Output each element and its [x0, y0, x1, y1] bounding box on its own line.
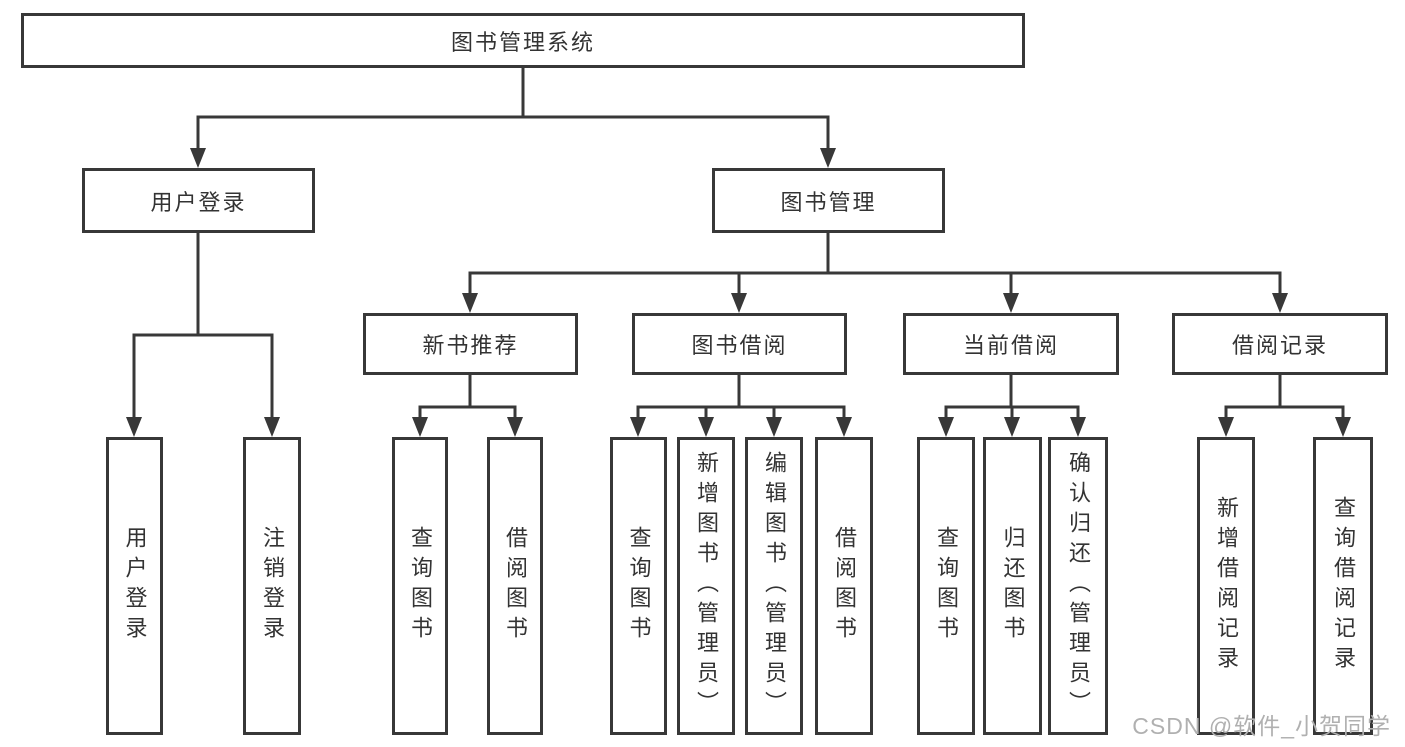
node-label: 借阅记录: [1231, 333, 1328, 358]
node-leaf-cb-query-books: 查询图书: [917, 437, 975, 735]
node-new-book-recommend: 新书推荐: [363, 313, 578, 375]
node-book-management: 图书管理: [712, 168, 945, 233]
node-label: 查询图书: [408, 526, 433, 646]
node-leaf-bb-borrow-books: 借阅图书: [815, 437, 873, 735]
node-label: 新增借阅记录: [1214, 496, 1239, 676]
node-label: 归还图书: [1000, 526, 1026, 646]
node-label: 图书借阅: [691, 333, 788, 358]
node-label: 查询图书: [626, 526, 652, 646]
node-leaf-logout: 注销登录: [243, 437, 301, 735]
node-leaf-bb-edit-books: 编辑图书（管理员）: [745, 437, 803, 735]
node-label: 查询借阅记录: [1331, 496, 1356, 676]
node-leaf-rec-query-books: 查询图书: [392, 437, 448, 735]
node-label: 图书管理: [780, 189, 877, 215]
node-leaf-cb-confirm-return: 确认归还（管理员）: [1048, 437, 1108, 735]
csdn-watermark: CSDN @软件_小贺同学: [1132, 713, 1391, 739]
node-book-borrow: 图书借阅: [632, 313, 847, 375]
node-label: 新增图书（管理员）: [694, 451, 719, 721]
node-leaf-rec-borrow-books: 借阅图书: [487, 437, 543, 735]
node-label: 用户登录: [122, 526, 148, 646]
node-label: 当前借阅: [962, 333, 1059, 358]
node-label: 注销登录: [260, 526, 285, 646]
node-label: 用户登录: [150, 189, 247, 215]
node-leaf-br-query-record: 查询借阅记录: [1313, 437, 1373, 735]
node-current-borrow: 当前借阅: [903, 313, 1119, 375]
node-label: 借阅图书: [503, 526, 528, 646]
node-leaf-cb-return-books: 归还图书: [983, 437, 1042, 735]
node-root-system: 图书管理系统: [21, 13, 1025, 68]
node-label: 编辑图书（管理员）: [762, 451, 787, 721]
node-label: 新书推荐: [422, 333, 519, 358]
node-leaf-user-login: 用户登录: [106, 437, 163, 735]
node-label: 查询图书: [934, 526, 959, 646]
node-leaf-br-add-record: 新增借阅记录: [1197, 437, 1255, 735]
node-user-login: 用户登录: [82, 168, 315, 233]
node-label: 借阅图书: [832, 526, 857, 646]
node-leaf-bb-query-books: 查询图书: [610, 437, 667, 735]
node-borrow-records: 借阅记录: [1172, 313, 1388, 375]
node-label: 确认归还（管理员）: [1066, 451, 1091, 721]
node-label: 图书管理系统: [450, 29, 595, 55]
node-leaf-bb-add-books: 新增图书（管理员）: [677, 437, 735, 735]
